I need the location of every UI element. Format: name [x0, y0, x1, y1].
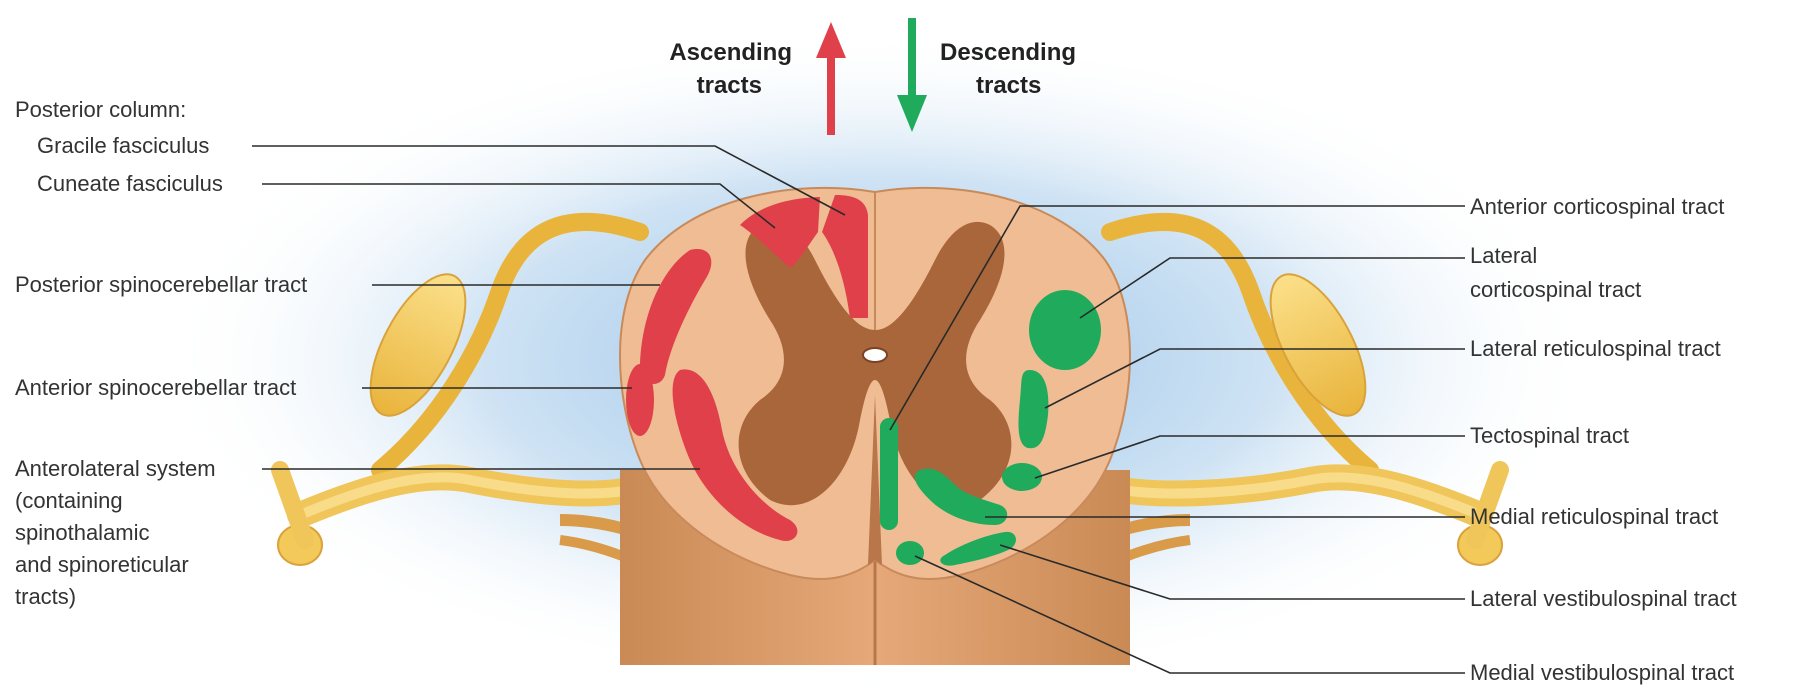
anterior-spinocerebellar-region — [626, 364, 654, 436]
lateral-corticospinal-label-line2: corticospinal tract — [1470, 277, 1641, 302]
descending-label-line2: tracts — [976, 72, 1041, 99]
anterolateral-system-label: Anterolateral system — [15, 456, 216, 481]
anterolateral-system-label-line3: spinothalamic — [15, 520, 150, 545]
anterolateral-system-label-line4: and spinoreticular — [15, 552, 189, 577]
gracile-fasciculus-label: Gracile fasciculus — [37, 133, 209, 158]
lateral-corticospinal-region — [1029, 290, 1101, 370]
anterolateral-system-label-line2: (containing — [15, 488, 123, 513]
ascending-label-line2: tracts — [697, 72, 762, 99]
ascending-label-line1: Ascending — [669, 39, 792, 66]
anterior-corticospinal-region — [880, 418, 898, 530]
lateral-reticulospinal-label: Lateral reticulospinal tract — [1470, 336, 1721, 361]
posterior-spinocerebellar-label: Posterior spinocerebellar tract — [15, 272, 307, 297]
tectospinal-label: Tectospinal tract — [1470, 423, 1629, 448]
anterolateral-system-label-line5: tracts) — [15, 584, 76, 609]
medial-vestibulospinal-region — [896, 541, 924, 565]
descending-label-line1: Descending — [940, 39, 1076, 66]
anterior-spinocerebellar-label: Anterior spinocerebellar tract — [15, 375, 296, 400]
posterior-column-label: Posterior column: — [15, 97, 186, 122]
cuneate-fasciculus-label: Cuneate fasciculus — [37, 171, 223, 196]
lateral-corticospinal-label-line1: Lateral — [1470, 243, 1537, 268]
lateral-vestibulospinal-label: Lateral vestibulospinal tract — [1470, 586, 1737, 611]
central-canal — [863, 348, 887, 362]
medial-vestibulospinal-label: Medial vestibulospinal tract — [1470, 660, 1734, 685]
medial-reticulospinal-label: Medial reticulospinal tract — [1470, 504, 1718, 529]
anterior-corticospinal-label: Anterior corticospinal tract — [1470, 194, 1724, 219]
